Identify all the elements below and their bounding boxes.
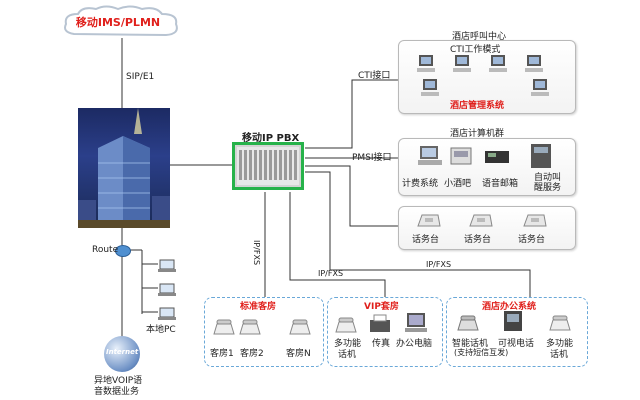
phone-icon xyxy=(238,318,262,340)
router-icon xyxy=(115,245,131,257)
sms-support-label: (支持短信互发) xyxy=(454,348,509,357)
video-phone-icon xyxy=(502,310,524,336)
minibar-icon xyxy=(450,147,472,169)
hotel-building-image xyxy=(78,108,170,228)
cti-link-label: CTI接口 xyxy=(358,71,391,81)
fax-label: 传真 xyxy=(372,339,391,349)
laptop-icon xyxy=(158,306,176,325)
operator-label-2: 话务台 xyxy=(464,235,492,245)
billing-pc-icon xyxy=(418,145,444,171)
roomN-label: 客房N xyxy=(286,349,311,359)
ipfxs-office-label: IP/FXS xyxy=(426,260,452,269)
office-pc-icon xyxy=(404,312,428,338)
phone-icon xyxy=(212,318,236,340)
ip-pbx-device xyxy=(232,142,304,190)
auto-wake-label-1: 自动叫 xyxy=(534,173,562,183)
smart-phone-icon xyxy=(456,314,480,336)
workstation-icon xyxy=(524,54,544,78)
operator-label-3: 话务台 xyxy=(518,235,546,245)
office-pc-label: 办公电脑 xyxy=(396,339,433,349)
workstation-icon xyxy=(488,54,508,78)
cti-mode-label: CTI工作模式 xyxy=(450,45,501,55)
phone-icon xyxy=(548,314,572,336)
vip-phone-label-2: 话机 xyxy=(338,350,357,360)
ipfxs-vertical-label: IP/FXS xyxy=(252,240,261,266)
workstation-icon xyxy=(416,54,436,78)
billing-label: 计费系统 xyxy=(402,179,439,189)
pmsi-link-label: PMSI接口 xyxy=(352,153,392,163)
vip-phone-label-1: 多功能 xyxy=(334,339,362,349)
workstation-icon xyxy=(452,54,472,78)
standard-room-title: 标准客房 xyxy=(240,302,277,312)
internet-caption-1: 异地VOIP语 xyxy=(94,376,143,386)
office-system-title: 酒店办公系统 xyxy=(482,302,537,312)
room2-label: 客房2 xyxy=(240,349,264,359)
ipfxs-vip-label: IP/FXS xyxy=(318,269,344,278)
workstation-icon xyxy=(420,78,440,102)
multi-phone-label-2: 话机 xyxy=(550,350,569,360)
internet-globe-icon xyxy=(104,336,140,372)
phone-icon xyxy=(288,318,312,340)
auto-wake-label-2: 醒服务 xyxy=(534,183,562,193)
sip-link-label: SIP/E1 xyxy=(126,72,155,82)
call-center-title: 酒店呼叫中心 xyxy=(452,32,507,42)
smart-phone-label: 智能话机 xyxy=(452,339,489,349)
room1-label: 客房1 xyxy=(210,349,234,359)
route-label: Route xyxy=(92,245,119,255)
office-system-panel xyxy=(446,297,588,367)
multi-phone-label-1: 多功能 xyxy=(546,339,574,349)
video-phone-label: 可视电话 xyxy=(498,339,535,349)
voicemail-label: 语音邮箱 xyxy=(482,179,519,189)
laptop-icon xyxy=(158,282,176,301)
phone-icon xyxy=(334,316,358,338)
pbx-label: 移动IP PBX xyxy=(242,133,300,144)
hotel-mgmt-label: 酒店管理系统 xyxy=(450,101,505,111)
minibar-label: 小酒吧 xyxy=(444,179,472,189)
vip-room-title: VIP套房 xyxy=(364,302,399,312)
voicemail-icon xyxy=(484,147,510,169)
cloud-label: 移动IMS/PLMN xyxy=(75,16,161,29)
workstation-icon xyxy=(530,78,550,102)
operator-label-1: 话务台 xyxy=(412,235,440,245)
call-center-panel xyxy=(398,40,576,114)
laptop-icon xyxy=(158,258,176,277)
ims-cloud xyxy=(64,5,178,37)
operator-console-icon xyxy=(416,212,442,232)
internet-caption-2: 音数据业务 xyxy=(94,387,140,397)
local-pc-label: 本地PC xyxy=(146,325,176,335)
operator-panel xyxy=(398,206,576,250)
operator-console-icon xyxy=(522,212,548,232)
fax-icon xyxy=(368,314,392,338)
wakeup-server-icon xyxy=(530,143,552,173)
internet-label: Internet xyxy=(106,348,139,356)
computer-group-title: 酒店计算机群 xyxy=(450,129,505,139)
operator-console-icon xyxy=(468,212,494,232)
